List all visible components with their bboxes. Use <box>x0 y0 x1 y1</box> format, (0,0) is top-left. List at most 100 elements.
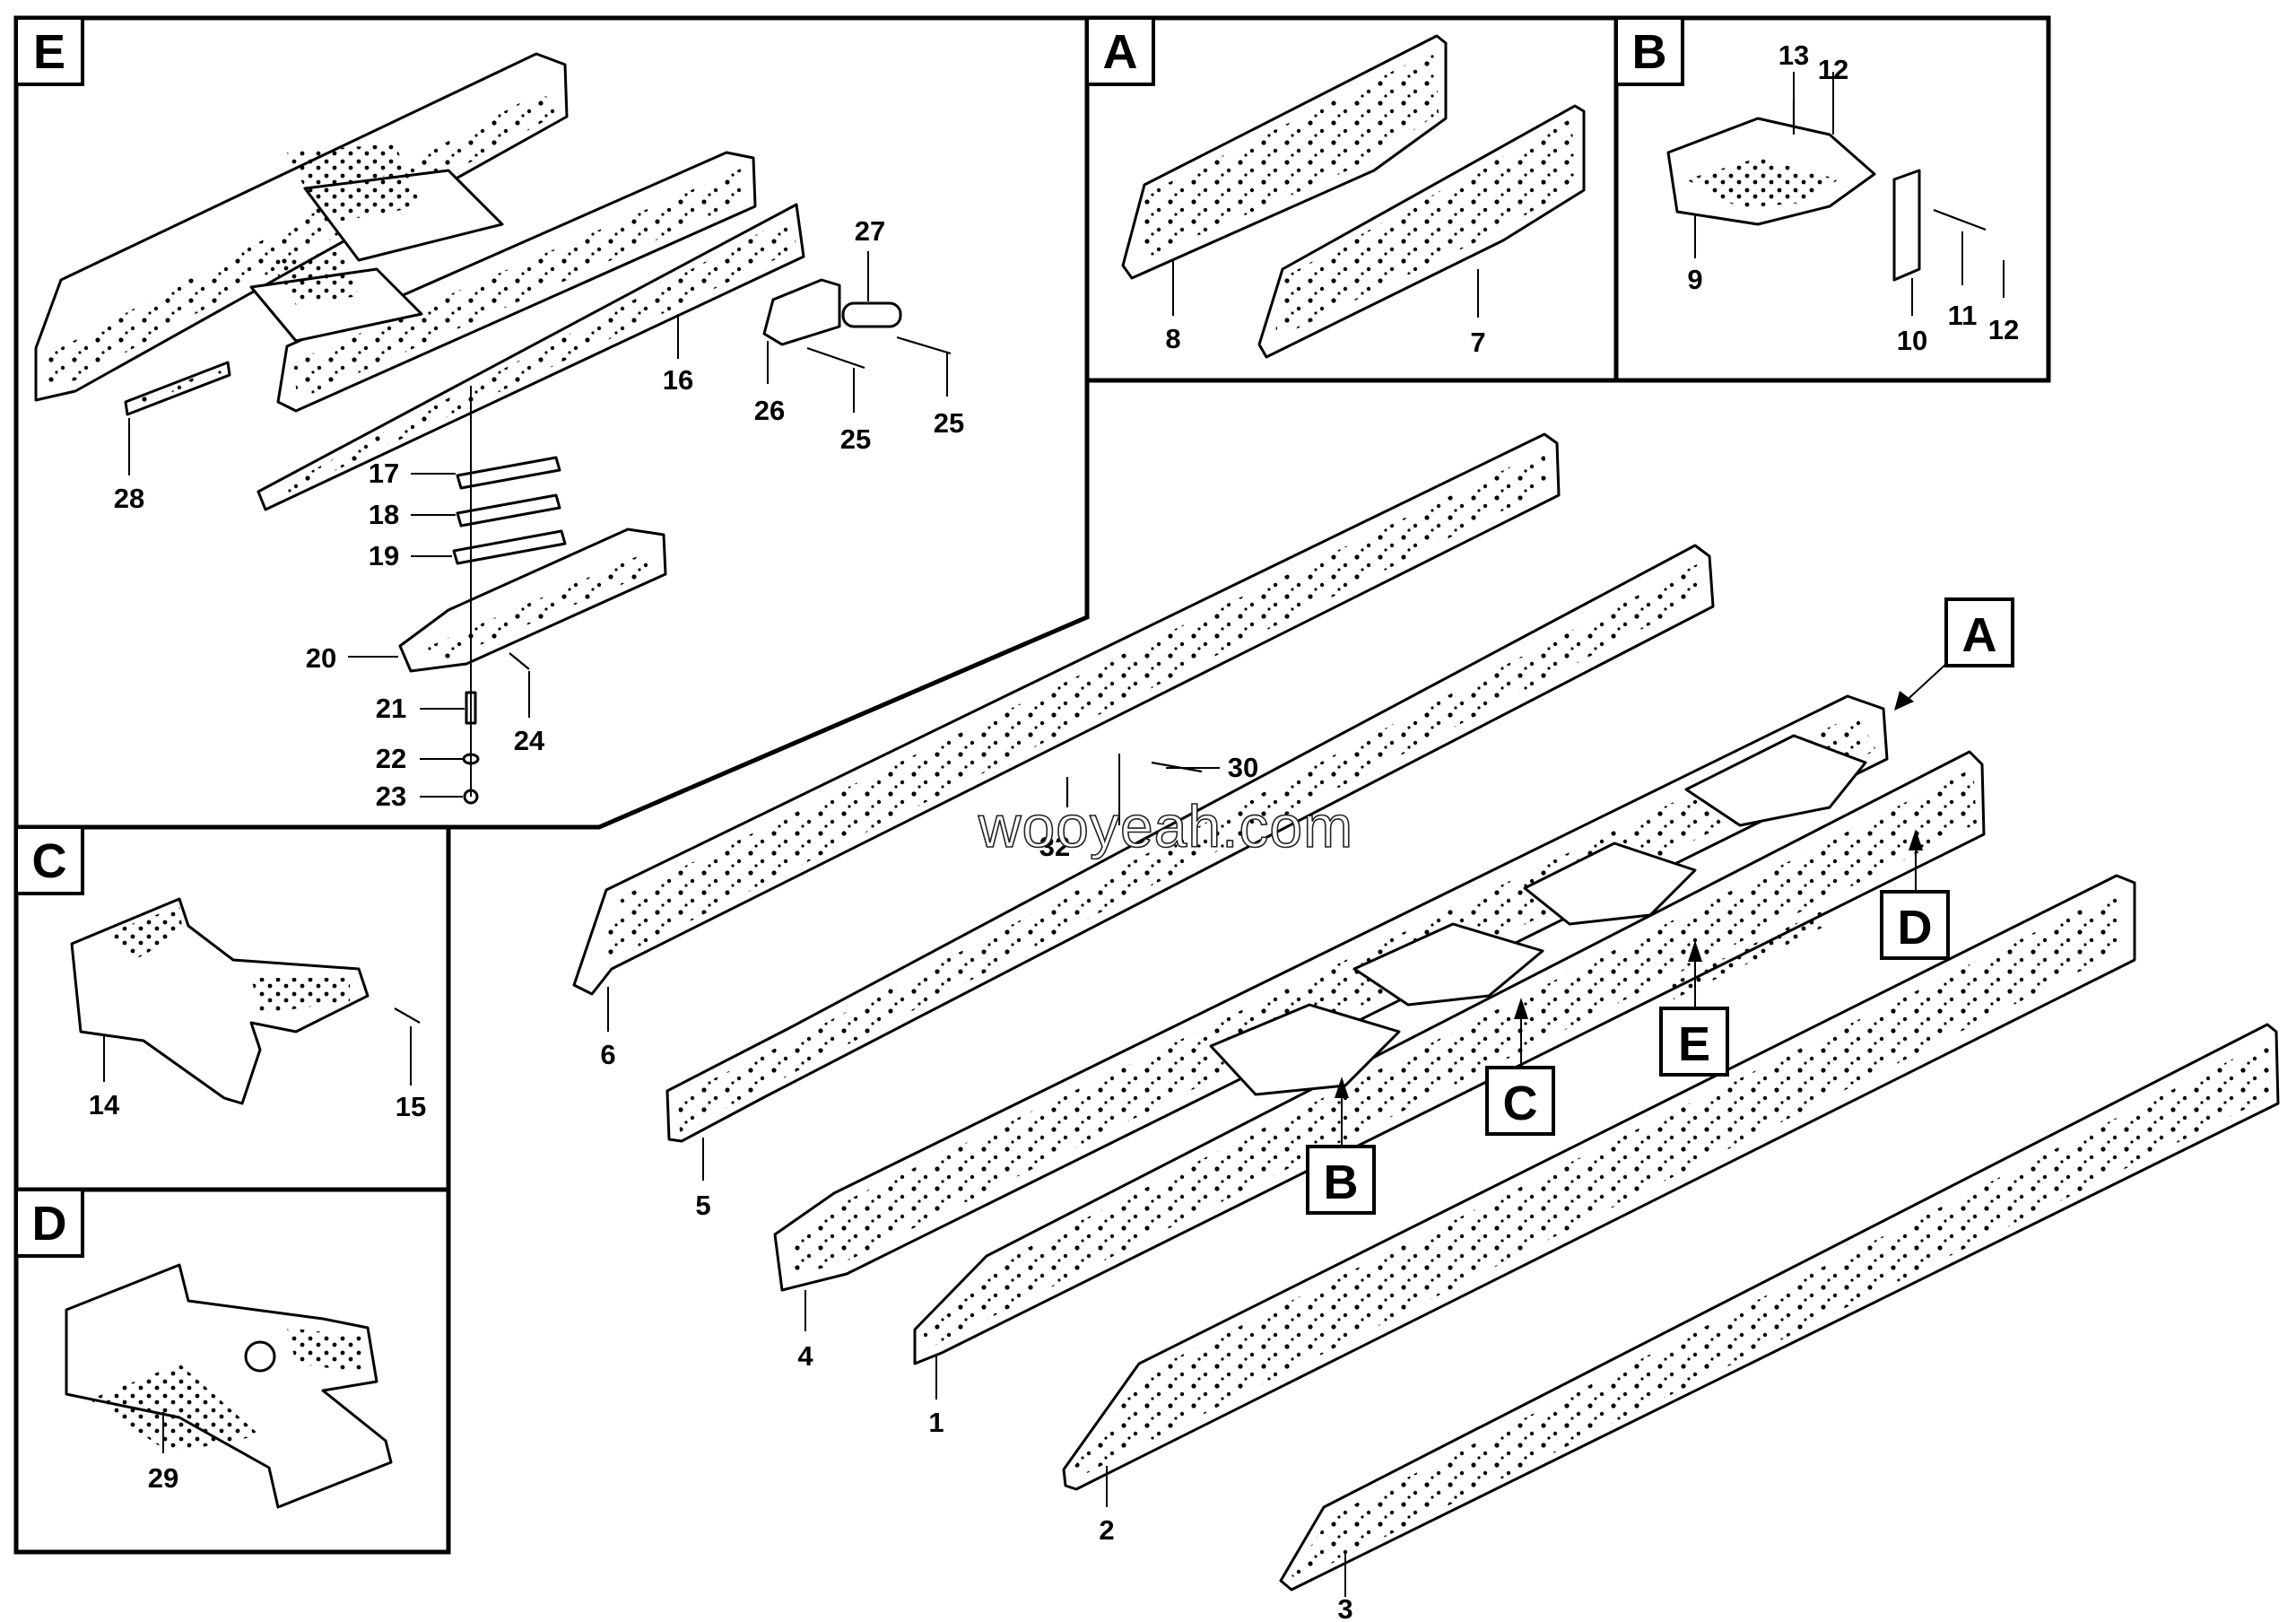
label-26: 26 <box>754 395 785 426</box>
part-e-center-beam-holes <box>292 169 748 400</box>
part-14-crossmember-holes-b <box>251 978 350 1014</box>
part-29-crossmember-holes <box>90 1364 260 1453</box>
panel-e-letter-box <box>14 16 84 86</box>
label-16: 16 <box>663 364 693 396</box>
callout-e-letter: E <box>1678 1017 1710 1071</box>
watermark-text: wooyeah.com <box>978 793 1353 859</box>
assembly-sub-rail <box>1668 911 1826 999</box>
label-21: 21 <box>376 693 406 724</box>
panel-c-letter-box <box>14 825 84 895</box>
label-5: 5 <box>695 1190 710 1221</box>
panel-d-letter: D <box>32 1197 67 1251</box>
callout-a: A <box>1894 597 2014 711</box>
panel-b: B 13 12 9 10 11 12 <box>1614 16 2019 356</box>
part-9-crossmember-holes <box>1686 158 1839 208</box>
label-18: 18 <box>369 499 399 530</box>
label-4: 4 <box>797 1340 813 1372</box>
label-8: 8 <box>1165 323 1180 354</box>
panel-b-letter: B <box>1632 25 1667 79</box>
panel-d: D 29 <box>14 1188 393 1509</box>
part-27-link <box>841 301 902 328</box>
assembly-crossmember-3 <box>1523 842 1697 926</box>
label-3: 3 <box>1337 1593 1352 1622</box>
label-25-b: 25 <box>934 407 964 439</box>
part-28-plate-holes <box>135 368 222 406</box>
part-2-rail-holes <box>1074 890 2124 1477</box>
panel-frames <box>13 15 2051 1555</box>
part-e-lower-plate-bolts <box>269 251 359 305</box>
assembly-crossmember-4 <box>1684 734 1867 827</box>
callout-d-letter: D <box>1898 901 1933 955</box>
panel-c-letter: C <box>32 834 67 888</box>
panel-b-letter-box <box>1614 16 1684 86</box>
part-8-plate-holes <box>1137 50 1439 262</box>
panel-d-frame <box>13 1187 451 1555</box>
label-28: 28 <box>114 483 144 514</box>
label-11: 11 <box>1948 300 1978 331</box>
part-1-rail-holes <box>924 768 1977 1351</box>
label-10: 10 <box>1897 325 1927 356</box>
part-e-cross-plate-bolts <box>287 144 422 224</box>
panel-a-letter-box <box>1085 16 1155 86</box>
label-24: 24 <box>514 725 545 756</box>
callout-e: E <box>1659 940 1729 1077</box>
label-9: 9 <box>1687 264 1702 295</box>
callout-c-box <box>1485 1066 1555 1136</box>
callout-b-letter: B <box>1324 1155 1359 1209</box>
part-3-rail-holes <box>1292 1041 2271 1581</box>
part-15-bolt <box>394 1007 421 1024</box>
part-5-rail-holes <box>678 563 1702 1132</box>
part-11-bolt <box>1933 208 1987 231</box>
callout-a-letter: A <box>1962 608 1997 662</box>
label-13: 13 <box>1779 39 1809 71</box>
label-23: 23 <box>376 780 406 812</box>
part-29-hole <box>244 1340 276 1373</box>
part-10-bracket <box>1892 169 1921 282</box>
part-17-shim <box>456 456 561 490</box>
callout-c-letter: C <box>1503 1077 1538 1130</box>
label-17: 17 <box>369 458 399 489</box>
callout-c: C <box>1485 998 1555 1136</box>
label-1: 1 <box>928 1407 944 1438</box>
label-32: 32 <box>1039 831 1070 862</box>
callout-b: B <box>1306 1077 1376 1215</box>
assembly-crossmember-2 <box>1352 922 1544 1007</box>
panel-e-letter: E <box>33 25 65 79</box>
assembly-crossmember-1 <box>1209 1003 1401 1096</box>
part-18-shim <box>456 493 561 528</box>
panel-b-frame <box>1613 15 2051 383</box>
label-14: 14 <box>89 1089 120 1121</box>
part-25-bolt-b <box>896 336 952 355</box>
label-29: 29 <box>148 1462 178 1494</box>
panel-a-letter: A <box>1103 25 1138 79</box>
label-15: 15 <box>396 1091 426 1122</box>
label-12-top: 12 <box>1818 54 1848 85</box>
panel-a: A 8 7 <box>1085 16 1586 359</box>
label-27: 27 <box>855 215 885 247</box>
callout-d: D <box>1880 829 1950 960</box>
part-29-crossmember <box>65 1263 393 1509</box>
part-29-crossmember-holes-b <box>287 1328 364 1373</box>
part-20-beam-holes <box>422 553 655 658</box>
panel-e-frame <box>13 15 1090 830</box>
part-6-rail-holes <box>599 450 1548 962</box>
label-12-bottom: 12 <box>1988 314 2019 345</box>
callout-d-box <box>1880 890 1950 960</box>
panel-c: C 14 15 <box>14 825 426 1122</box>
label-20: 20 <box>306 642 336 674</box>
part-7-plate-holes <box>1275 118 1577 339</box>
label-2: 2 <box>1099 1514 1114 1546</box>
part-e-left-rail-holes <box>47 93 556 386</box>
label-19: 19 <box>369 540 399 571</box>
label-6: 6 <box>600 1039 615 1070</box>
callout-a-box <box>1944 597 2014 667</box>
part-26-bracket <box>762 278 841 346</box>
part-14-crossmember-holes <box>108 906 183 960</box>
label-7: 7 <box>1470 327 1485 358</box>
label-22: 22 <box>376 743 406 774</box>
part-25-bolt-a <box>806 346 865 370</box>
label-30: 30 <box>1228 752 1258 783</box>
callout-b-box <box>1306 1145 1376 1215</box>
main-assembly: 30 32 A D E C <box>572 432 2280 1622</box>
label-25-a: 25 <box>840 423 871 455</box>
